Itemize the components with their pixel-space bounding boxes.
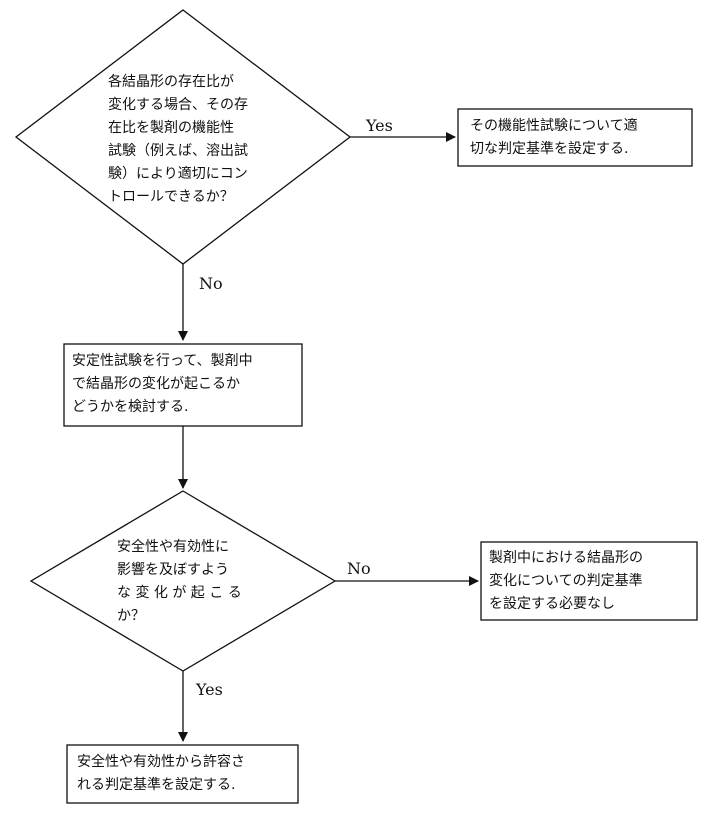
decision1-line: 各結晶形の存在比が [108,74,234,90]
box-no2-line: 製剤中における結晶形の [489,550,643,566]
decision2-line: か？ [117,608,145,624]
box-no2-line: 変化についての判定基準 [489,573,643,589]
decision2-yes-label: Yes [196,680,223,699]
decision1-text: 各結晶形の存在比が 変化する場合、その存 在比を製剤の機能性 試験（例えば、溶出… [108,71,248,209]
box-final [66,744,299,804]
box-no2-text: 製剤中における結晶形の 変化についての判定基準 を設定する必要なし [489,547,643,616]
decision1-yes-label: Yes [366,116,393,135]
decision2-no-label: No [347,559,371,578]
decision2-line: 影響を及ぼすよう [117,562,229,578]
decision1-line: 試験（例えば、溶出試 [108,143,248,159]
box-stability-line: どうかを検討する. [72,399,189,415]
box-stability-line: 安定性試験を行って、製剤中 [72,353,253,369]
decision1-line: 験）により適切にコン [108,166,248,182]
box-stability-text: 安定性試験を行って、製剤中 で結晶形の変化が起こるか どうかを検討する. [72,350,253,419]
box-yes1-line: 切な判定基準を設定する. [470,141,629,157]
box-yes1 [457,108,693,167]
box-final-line: 安全性や有効性から許容さ [77,754,245,770]
decision2-text: 安全性や有効性に 影響を及ぼすよう な 変 化 が 起 こ る か？ [117,536,242,628]
box-no2 [480,541,698,621]
decision2-line: 安全性や有効性に [117,539,229,555]
decision1-no-label: No [199,274,223,293]
box-final-text: 安全性や有効性から許容さ れる判定基準を設定する. [77,751,245,797]
box-no2-line: を設定する必要なし [489,596,615,612]
box-stability-line: で結晶形の変化が起こるか [72,376,240,392]
decision1-line: 変化する場合、その存 [108,97,248,113]
box-yes1-text: その機能性試験について適 切な判定基準を設定する. [470,115,638,161]
decision2-line: な 変 化 が 起 こ る [117,585,242,601]
decision1-line: トロールできるか？ [108,189,234,205]
box-final-line: れる判定基準を設定する. [77,777,236,793]
box-yes1-line: その機能性試験について適 [470,118,638,134]
decision1-line: 在比を製剤の機能性 [108,120,234,136]
